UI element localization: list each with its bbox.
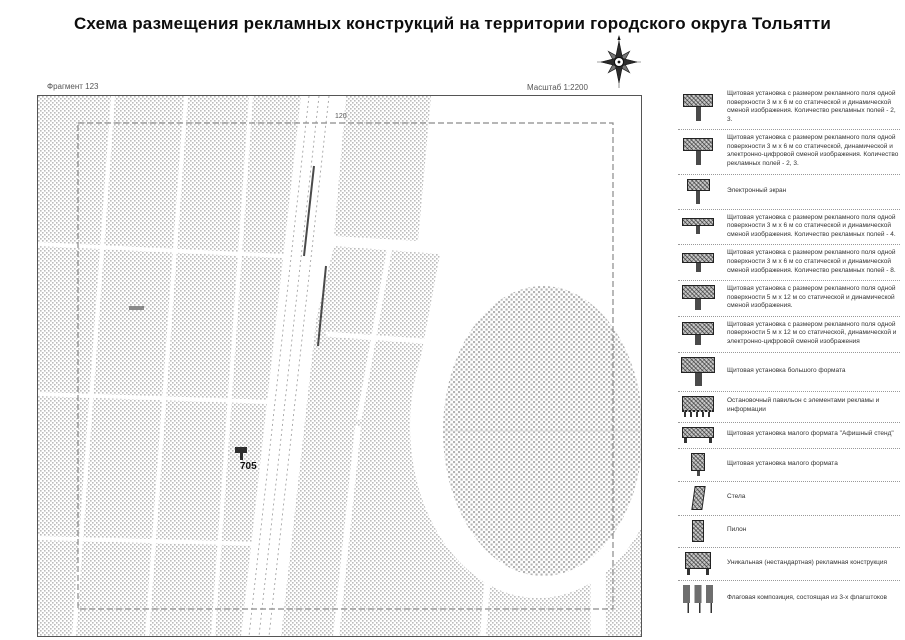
legend-item-label: Щитовая установка с размером рекламного … <box>727 134 899 168</box>
legend-item-label: Щитовая установка с размером рекламного … <box>727 320 897 345</box>
legend-item-label: Стела <box>727 493 746 501</box>
pylon-icon <box>678 519 718 542</box>
legend-item: Щитовая установка с размером рекламного … <box>678 317 900 353</box>
large-format-billboard-icon <box>678 356 718 386</box>
stela-icon <box>678 485 718 510</box>
scale-label: Масштаб 1:2200 <box>527 83 588 92</box>
legend-item-label: Щитовая установка с размером рекламного … <box>727 90 896 123</box>
legend-item-label: Щитовая установка малого формата <box>727 459 838 467</box>
map-park-oval <box>410 254 641 598</box>
billboard-2-3-static-icon <box>678 93 718 121</box>
road-number-label: 120 <box>335 113 347 120</box>
legend-item: Остановочный павильон с элементами рекла… <box>678 392 900 423</box>
legend-item: Уникальная (нестандартная) рекламная кон… <box>678 548 900 581</box>
legend-item-label: Щитовая установка большого формата <box>727 366 846 374</box>
legend-item-label: Пилон <box>727 526 747 534</box>
map-dark-building <box>129 306 144 310</box>
legend-item-label: Электронный экран <box>727 186 787 194</box>
legend-item-label: Щитовая установка с размером рекламного … <box>727 213 896 238</box>
flag-composition-icon <box>678 584 718 613</box>
legend-item: Пилон <box>678 516 900 548</box>
legend-item: Щитовая установка с размером рекламного … <box>678 130 900 175</box>
legend-item-label: Щитовая установка с размером рекламного … <box>727 285 896 310</box>
electronic-screen-icon <box>678 178 718 204</box>
legend-item: Щитовая установка малого формата <box>678 449 900 482</box>
map-canvas: 120 705 <box>37 95 642 637</box>
map-boundary-dashed <box>77 122 614 610</box>
poster-stand-icon <box>678 426 718 443</box>
unique-construction-icon <box>678 551 718 575</box>
small-format-billboard-icon <box>678 452 718 476</box>
map-main-road <box>241 96 341 636</box>
compass-rose-icon <box>594 34 644 90</box>
bus-stop-pavilion-icon <box>678 395 718 417</box>
legend-item: Щитовая установка с размером рекламного … <box>678 210 900 246</box>
legend-item: Щитовая установка большого формата <box>678 353 900 392</box>
billboard-5x12-static-icon <box>678 285 718 311</box>
construction-marker-label: 705 <box>240 461 257 472</box>
legend-item-label: Флаговая композиция, состоящая из 3-х фл… <box>727 594 887 602</box>
legend-item: Щитовая установка с размером рекламного … <box>678 281 900 317</box>
legend-item-label: Уникальная (нестандартная) рекламная кон… <box>727 558 888 566</box>
billboard-4-icon <box>678 218 718 235</box>
map-left-blocks <box>38 96 301 636</box>
page-title: Схема размещения рекламных конструкций н… <box>73 14 832 33</box>
legend-item-label: Щитовая установка с размером рекламного … <box>727 249 896 274</box>
construction-marker: 705 <box>235 447 257 472</box>
billboard-5x12-digital-icon <box>678 322 718 346</box>
billboard-8-icon <box>678 252 718 272</box>
legend-item-label: Остановочный павильон с элементами рекла… <box>727 397 880 414</box>
legend-item: Щитовая установка малого формата "Афишны… <box>678 423 900 449</box>
legend: Щитовая установка с размером рекламного … <box>678 86 900 618</box>
fragment-label: Фрагмент 123 <box>47 82 99 91</box>
legend-item: Электронный экран <box>678 175 900 210</box>
billboard-2-3-digital-icon <box>678 137 718 165</box>
legend-item: Щитовая установка с размером рекламного … <box>678 86 900 131</box>
map-svg: 120 705 <box>38 96 641 636</box>
legend-item: Щитовая установка с размером рекламного … <box>678 245 900 282</box>
legend-item-label: Щитовая установка малого формата "Афишны… <box>727 430 894 438</box>
legend-item: Стела <box>678 482 900 516</box>
legend-item: Флаговая композиция, состоящая из 3-х фл… <box>678 581 900 618</box>
